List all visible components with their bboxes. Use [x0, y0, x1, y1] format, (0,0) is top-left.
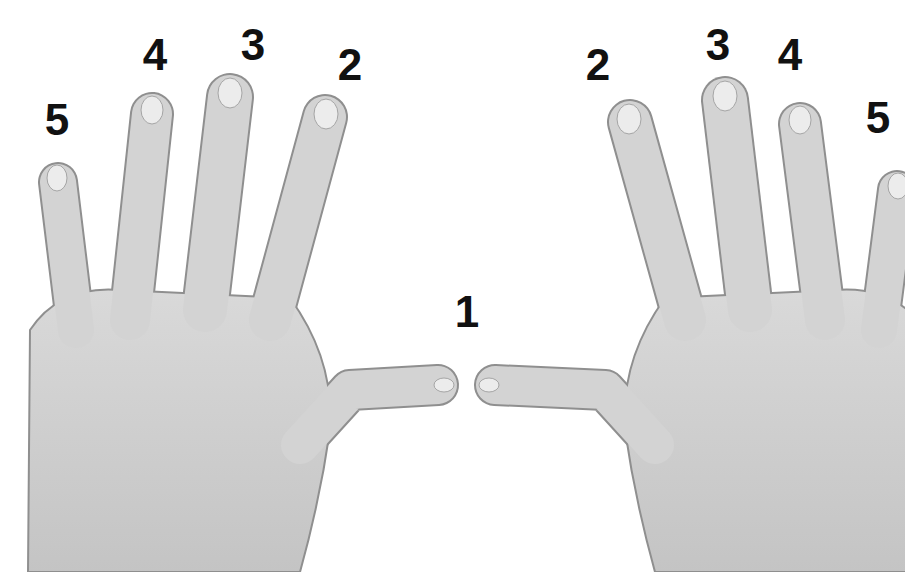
finger-number: 4	[143, 33, 167, 77]
right-hand	[479, 81, 905, 572]
finger-number: 5	[866, 96, 890, 140]
finger-number: 2	[586, 43, 610, 87]
finger-number: 5	[45, 98, 69, 142]
left-hand	[28, 78, 454, 572]
finger-number: 3	[241, 23, 265, 67]
finger-number: 1	[455, 290, 479, 334]
finger-number: 2	[338, 43, 362, 87]
finger-number: 3	[706, 23, 730, 67]
finger-number: 4	[778, 33, 802, 77]
